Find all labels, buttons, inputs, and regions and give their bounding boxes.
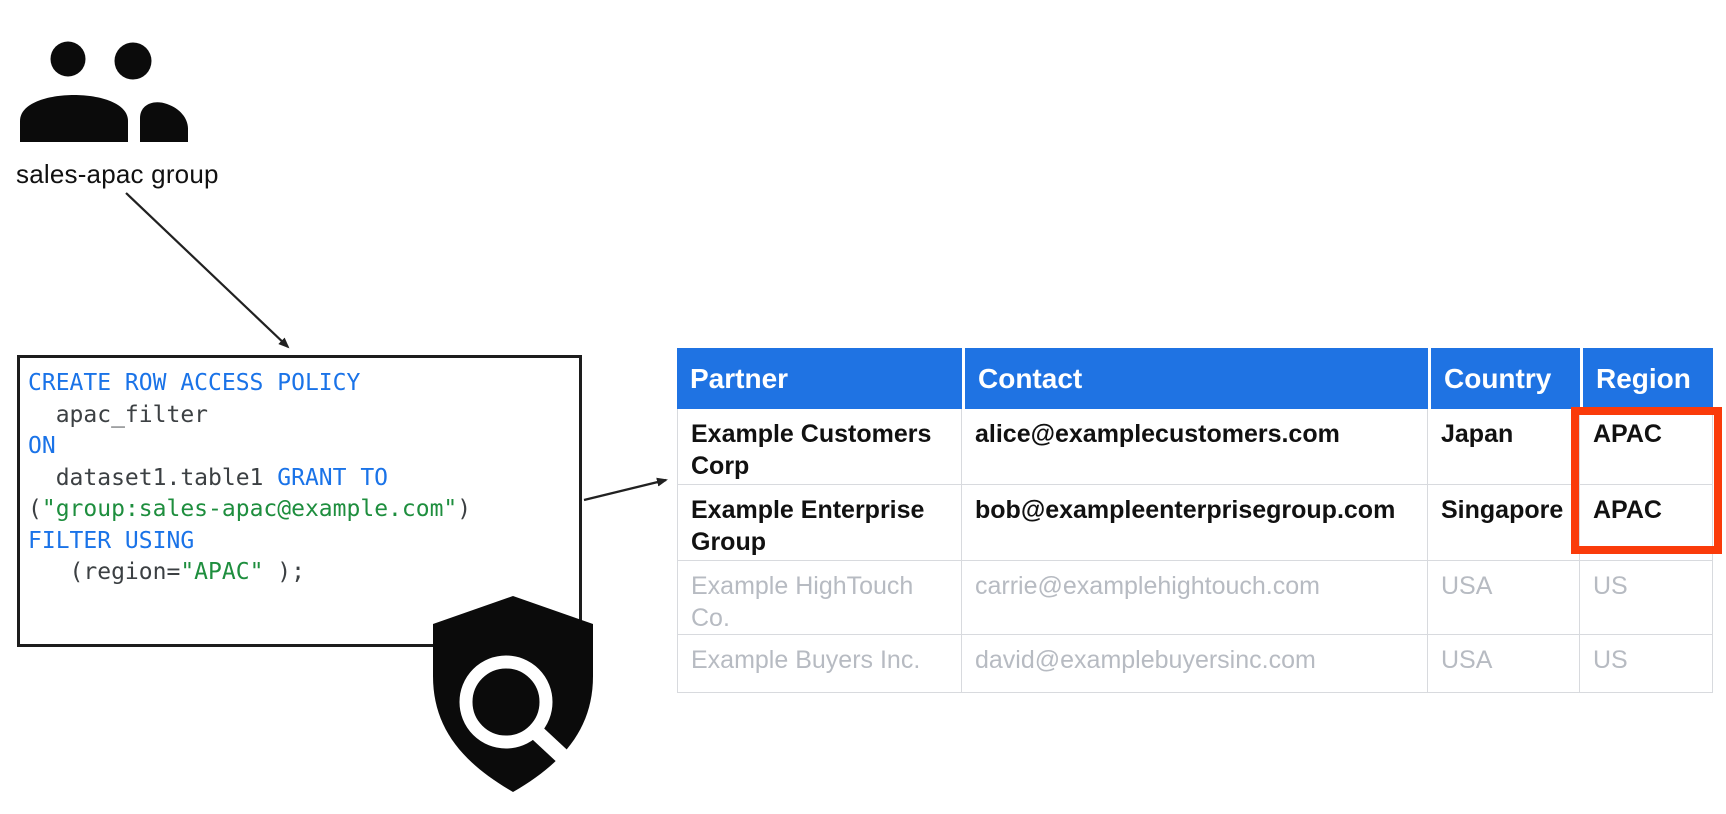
code-line: (region="APAC" ); <box>28 557 573 589</box>
code-token-str: "group:sales-apac@example.com" <box>41 496 458 522</box>
cell-partner: Example Customers Corp <box>677 409 962 485</box>
code-line: apac_filter <box>28 400 573 432</box>
cell-region: US <box>1580 561 1713 635</box>
code-token-str: "APAC" <box>180 559 264 585</box>
cell-partner: Example Enterprise Group <box>677 485 962 561</box>
cell-region: US <box>1580 635 1713 693</box>
code-token-id: dataset1.table1 <box>28 464 278 491</box>
apac-region-highlight <box>1571 407 1722 554</box>
code-line: ("group:sales-apac@example.com") <box>28 494 573 526</box>
code-token-id: apac_filter <box>28 401 209 428</box>
code-token-id: ) <box>457 496 472 522</box>
code-token-id: ); <box>263 559 305 585</box>
table-row: Example Buyers Inc.david@examplebuyersin… <box>677 635 1713 693</box>
column-header-partner: Partner <box>677 348 962 409</box>
code-token-kw: CREATE ROW ACCESS POLICY <box>28 370 361 396</box>
cell-country: USA <box>1428 635 1580 693</box>
group-label: sales-apac group <box>16 159 219 189</box>
cell-contact: alice@examplecustomers.com <box>962 409 1428 485</box>
code-line: FILTER USING <box>28 526 573 558</box>
cell-partner: Example HighTouch Co. <box>677 561 962 635</box>
column-header-country: Country <box>1428 348 1580 409</box>
cell-region: APAC <box>1580 485 1713 561</box>
code-token-id: (region= <box>28 559 181 585</box>
arrow-group-to-policy <box>125 192 290 349</box>
user-group-icon <box>20 41 188 142</box>
code-line: ON <box>28 431 573 463</box>
code-token-kw: ON <box>28 433 56 459</box>
cell-partner: Example Buyers Inc. <box>677 635 962 693</box>
cell-contact: david@examplebuyersinc.com <box>962 635 1428 693</box>
code-token-kw: GRANT TO <box>277 464 389 491</box>
cell-contact: bob@exampleenterprisegroup.com <box>962 485 1428 561</box>
column-header-region: Region <box>1580 348 1713 409</box>
arrow-policy-to-table <box>583 477 668 502</box>
column-header-contact: Contact <box>962 348 1428 409</box>
code-line: dataset1.table1 GRANT TO <box>28 463 573 495</box>
table-row: Example HighTouch Co.carrie@examplehight… <box>677 561 1713 635</box>
cell-country: USA <box>1428 561 1580 635</box>
cell-country: Japan <box>1428 409 1580 485</box>
cell-contact: carrie@examplehightouch.com <box>962 561 1428 635</box>
code-token-id: ( <box>28 496 42 522</box>
code-line: CREATE ROW ACCESS POLICY <box>28 368 573 400</box>
code-token-kw: FILTER USING <box>28 527 195 554</box>
cell-country: Singapore <box>1428 485 1580 561</box>
policy-shield-icon <box>433 596 596 792</box>
cell-region: APAC <box>1580 409 1713 485</box>
